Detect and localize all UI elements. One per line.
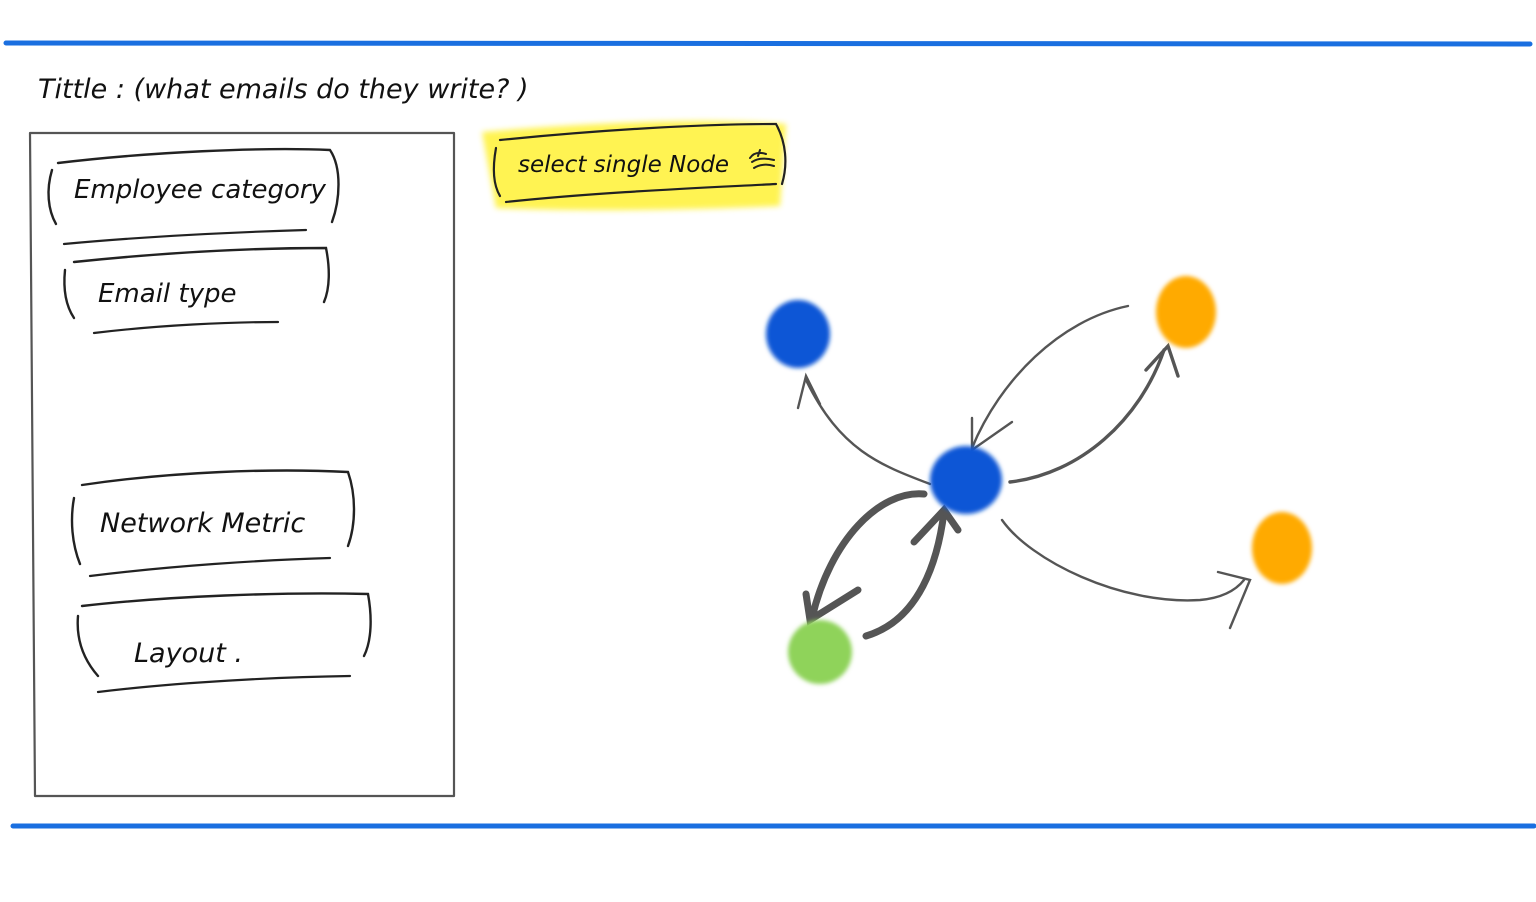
- panel-item-label: Layout .: [134, 638, 243, 669]
- graph-edge: [1000, 518, 1246, 602]
- panel-item-label: Network Metric: [100, 508, 305, 539]
- graph-edge-arrowhead: [910, 504, 962, 546]
- graph-edge-arrowhead: [796, 372, 822, 410]
- graph-edge: [1008, 348, 1166, 484]
- graph-edge-arrowhead: [802, 586, 862, 626]
- panel-item-label: Email type: [98, 279, 236, 309]
- sidebar-panel: [28, 131, 456, 798]
- employee-category-filter[interactable]: Employee category: [47, 147, 340, 246]
- graph-edge: [804, 378, 932, 486]
- panel-item-label: Employee category: [74, 175, 327, 205]
- graph-edge: [808, 490, 928, 622]
- graph-edge-arrowhead: [1216, 570, 1252, 630]
- graph-node-blue[interactable]: [766, 300, 830, 368]
- graph-node-orange[interactable]: [1252, 512, 1312, 584]
- graph-edge: [970, 304, 1130, 450]
- hand-pointer-icon: [749, 149, 775, 169]
- graph-node-orange[interactable]: [1156, 276, 1216, 348]
- button-label: select single Node: [518, 152, 729, 178]
- top-rule: [3, 40, 1533, 47]
- layout-filter[interactable]: Layout .: [76, 592, 372, 694]
- bottom-rule: [10, 822, 1536, 829]
- select-single-node-button[interactable]: select single Node: [482, 121, 787, 211]
- graph-node-green[interactable]: [788, 620, 852, 684]
- network-metric-filter[interactable]: Network Metric: [70, 469, 356, 578]
- graph-edge-arrowhead: [1144, 342, 1180, 378]
- email-type-filter[interactable]: Email type: [63, 246, 330, 335]
- page-title: Tittle : (what emails do they write? ): [38, 74, 529, 105]
- graph-node-selected-blue[interactable]: [930, 446, 1002, 514]
- graph-edge: [862, 508, 948, 640]
- network-graph[interactable]: [766, 276, 1312, 684]
